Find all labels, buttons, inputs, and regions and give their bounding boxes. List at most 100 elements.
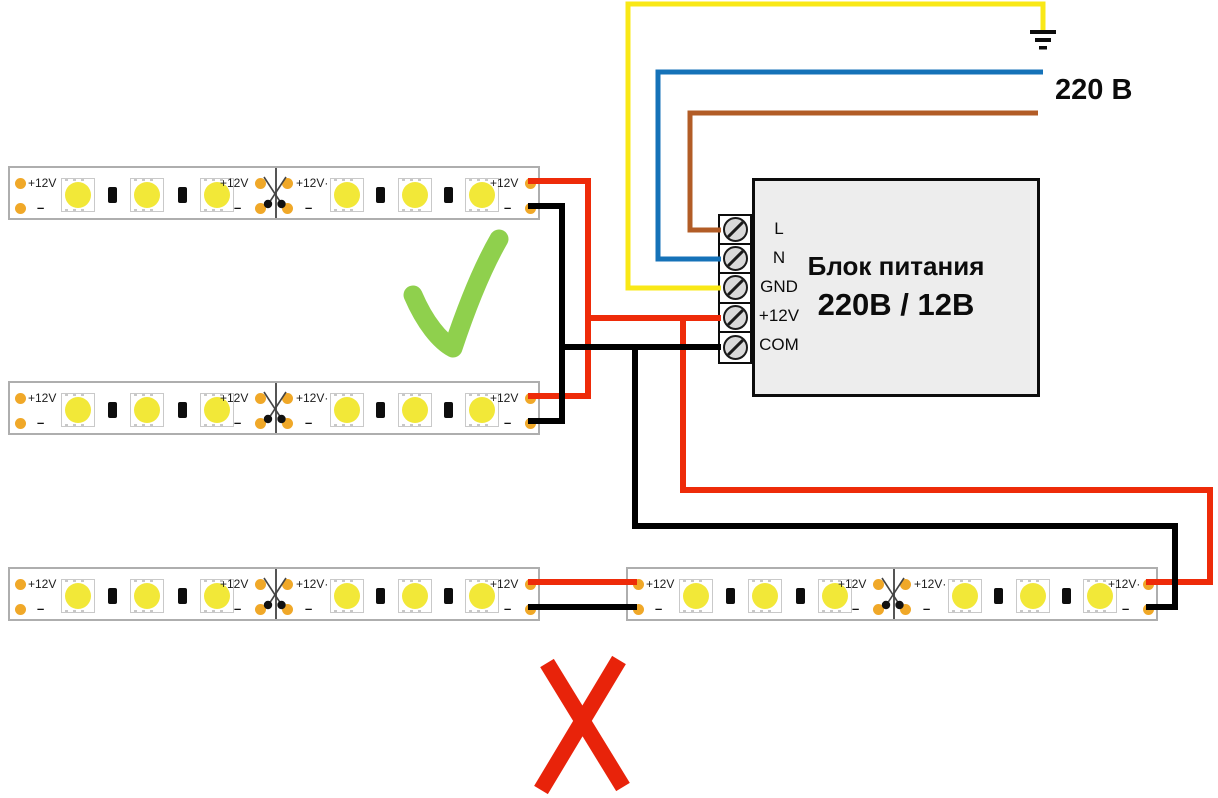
led-icon <box>200 178 234 212</box>
led-chip <box>334 397 360 423</box>
solder-pad-plus <box>1142 578 1154 590</box>
led-icon <box>465 579 499 613</box>
resistor <box>178 187 187 203</box>
screw-terminal-icon <box>722 304 748 330</box>
led-icon <box>398 178 432 212</box>
resistor <box>444 402 453 418</box>
led-icon <box>130 579 164 613</box>
checkmark-icon <box>403 229 509 358</box>
pad-label-plus: +12V <box>28 176 57 190</box>
led-chip <box>402 182 428 208</box>
resistor <box>178 588 187 604</box>
resistor <box>1062 588 1071 604</box>
scissors-cut-icon <box>263 176 287 209</box>
solder-pad-plus <box>632 578 644 590</box>
led-icon <box>61 178 95 212</box>
led-chip <box>65 182 91 208</box>
led-chip <box>134 182 160 208</box>
resistor <box>726 588 735 604</box>
resistor <box>376 402 385 418</box>
resistor <box>994 588 1003 604</box>
pad-label-plus: +12V <box>490 577 519 591</box>
pad-label-minus: – <box>234 415 242 430</box>
solder-pad-minus <box>1142 603 1154 615</box>
led-icon <box>398 393 432 427</box>
solder-pad-plus <box>14 392 26 404</box>
mains-voltage-label: 220 В <box>1055 74 1133 106</box>
pad-label-minus: – <box>504 601 512 616</box>
scissors-handle <box>895 600 904 610</box>
screw-terminal-icon <box>722 275 748 301</box>
led-chip <box>469 397 495 423</box>
led-strip-bottom-right: +12V – +12V – +12V· – +12V· – <box>626 567 1158 621</box>
scissors-handle <box>881 600 891 610</box>
pad-label-plus: +12V· <box>914 577 947 591</box>
led-chip <box>752 583 778 609</box>
terminal-label: +12V <box>758 306 800 326</box>
resistor <box>376 588 385 604</box>
led-chip <box>402 397 428 423</box>
solder-pad-plus <box>524 177 536 189</box>
solder-pad-minus <box>632 603 644 615</box>
led-icon <box>748 579 782 613</box>
pad-label-minus: – <box>1122 601 1130 616</box>
led-icon <box>679 579 713 613</box>
solder-pad-minus <box>14 202 26 214</box>
scissors-handle <box>277 414 286 424</box>
led-icon <box>200 579 234 613</box>
led-icon <box>465 393 499 427</box>
scissors-cut-icon <box>881 577 905 610</box>
screw-terminal-icon <box>722 217 748 243</box>
led-icon <box>948 579 982 613</box>
terminal-+12v <box>720 304 750 333</box>
pad-label-minus: – <box>305 601 313 616</box>
solder-pad-plus <box>14 177 26 189</box>
led-chip <box>334 182 360 208</box>
solder-pad-plus <box>254 392 266 404</box>
pad-label-minus: – <box>852 601 860 616</box>
led-chip <box>683 583 709 609</box>
solder-pad-minus <box>14 417 26 429</box>
led-chip <box>952 583 978 609</box>
scissors-handle <box>277 600 286 610</box>
pad-label-plus: +12V· <box>296 577 329 591</box>
led-chip <box>204 583 230 609</box>
screw-terminal-icon <box>722 246 748 272</box>
led-icon <box>1016 579 1050 613</box>
led-chip <box>334 583 360 609</box>
solder-pad-plus <box>281 392 293 404</box>
led-chip <box>134 397 160 423</box>
solder-pad-minus <box>524 603 536 615</box>
pad-label-minus: – <box>305 200 313 215</box>
solder-pad-minus <box>14 603 26 615</box>
led-icon <box>61 393 95 427</box>
pad-label-plus: +12V <box>220 577 249 591</box>
solder-pad-minus <box>524 202 536 214</box>
led-strip-bottom-left: +12V – +12V – +12V· – +12V – <box>8 567 540 621</box>
psu-voltage-rating: 220В / 12В <box>817 287 975 322</box>
solder-pad-minus <box>254 603 266 615</box>
scissors-handle <box>263 199 273 209</box>
pad-label-plus: +12V <box>646 577 675 591</box>
pad-label-plus: +12V <box>490 176 519 190</box>
led-chip <box>469 182 495 208</box>
resistor <box>178 402 187 418</box>
scissors-handle <box>263 600 273 610</box>
pad-label-plus: +12V· <box>296 391 329 405</box>
led-icon <box>465 178 499 212</box>
led-icon <box>200 393 234 427</box>
scissors-cut-icon <box>263 391 287 424</box>
pad-label-minus: – <box>37 415 45 430</box>
solder-pad-minus <box>281 603 293 615</box>
pad-label-minus: – <box>37 200 45 215</box>
resistor <box>444 588 453 604</box>
resistor <box>108 588 117 604</box>
earth-ground-icon <box>1030 30 1056 50</box>
led-icon <box>130 178 164 212</box>
scissors-cut-icon <box>263 577 287 610</box>
screw-terminal-icon <box>722 334 748 360</box>
terminal-com <box>720 333 750 362</box>
solder-pad-minus <box>281 417 293 429</box>
solder-pad-plus <box>14 578 26 590</box>
